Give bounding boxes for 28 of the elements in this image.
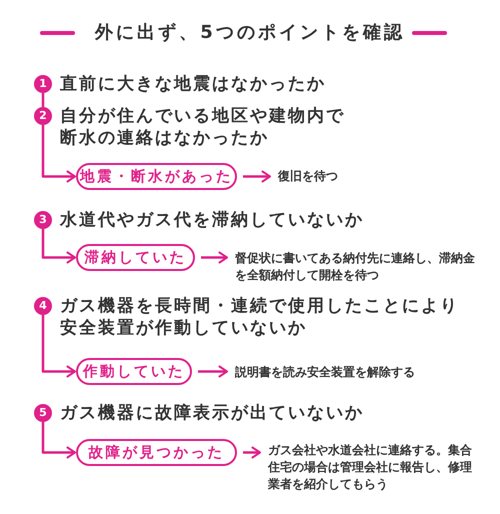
condition-pill: 作動していた [76,358,192,385]
number-badge: 5 [34,404,52,422]
action-text: 督促状に書いてある納付先に連絡し、滞納金を全額納付して開栓を待つ [235,250,485,284]
question-text: ガス機器に故障表示が出ていないか [60,402,365,424]
number-badge: 2 [34,107,52,125]
arrow [42,315,76,378]
number-badge: 3 [34,211,52,229]
question-text: 水道代やガス代を滞納していないか [60,209,365,231]
condition-pill: 滞納していた [76,244,195,271]
arrow [198,366,228,378]
condition-pill: 故障が見つかった [76,439,237,466]
title: 外に出ず、5つのポイントを確認 [94,21,406,45]
question-text: 直前に大きな地震はなかったか [60,73,327,95]
number-badge: 1 [34,75,52,93]
number-badge: 4 [34,297,52,315]
condition-pill: 地震・断水があった [76,163,237,190]
arrow [42,229,76,264]
connector-line [42,93,44,107]
arrow [243,446,261,458]
question-text: ガス機器を長時間・連続で使用したことにより安全装置が作動していないか [60,295,460,339]
arrow [243,170,271,182]
arrow [42,125,76,182]
question-text: 自分が住んでいる地区や建物内で断水の連絡はなかったか [60,105,346,149]
arrow [42,422,76,458]
action-text: ガス会社や水道会社に連絡する。集合住宅の場合は管理会社に報告し、修理業者を紹介してもらう [268,442,482,493]
action-text: 復旧を待つ [278,168,478,185]
arrow [201,252,228,264]
action-text: 説明書を読み安全装置を解除する [235,364,475,381]
